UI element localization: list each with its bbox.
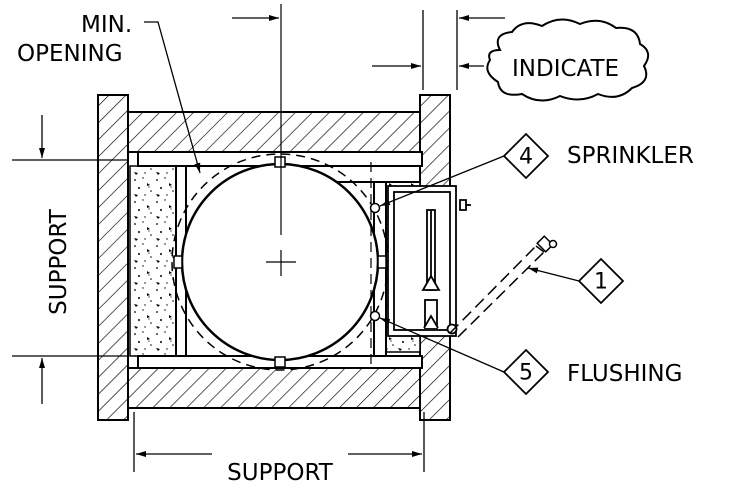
door-open-position [449, 235, 558, 338]
sprinkler-label: SPRINKLER [567, 143, 694, 169]
item-1-callout: 1 [527, 257, 625, 305]
support-bottom-label: SUPPORT [227, 460, 334, 486]
left-support-dimension [12, 115, 128, 404]
bottom-support-dimension [133, 412, 425, 472]
flushing-label: FLUSHING [567, 361, 682, 387]
sprinkler-callout-number: 4 [519, 145, 533, 170]
sprinkler-callout: 4 SPRINKLER [379, 132, 694, 207]
center-lines [266, 4, 372, 368]
top-dimensions [232, 10, 505, 90]
indicate-cloud: INDICATE [486, 18, 650, 102]
min-opening-label-line2: OPENING [17, 41, 123, 67]
flushing-callout-number: 5 [519, 361, 533, 386]
min-opening-label-line1: MIN. [81, 12, 132, 38]
nozzles [369, 202, 381, 322]
pipe-lugs [173, 156, 387, 368]
access-door [387, 185, 471, 337]
indicate-label: INDICATE [512, 56, 619, 82]
min-opening-leader: MIN. OPENING [17, 12, 201, 174]
support-left-label: SUPPORT [46, 208, 72, 315]
wall-hatching [97, 94, 451, 421]
flushing-callout: 5 FLUSHING [379, 317, 682, 396]
item-1-callout-number: 1 [594, 270, 608, 295]
